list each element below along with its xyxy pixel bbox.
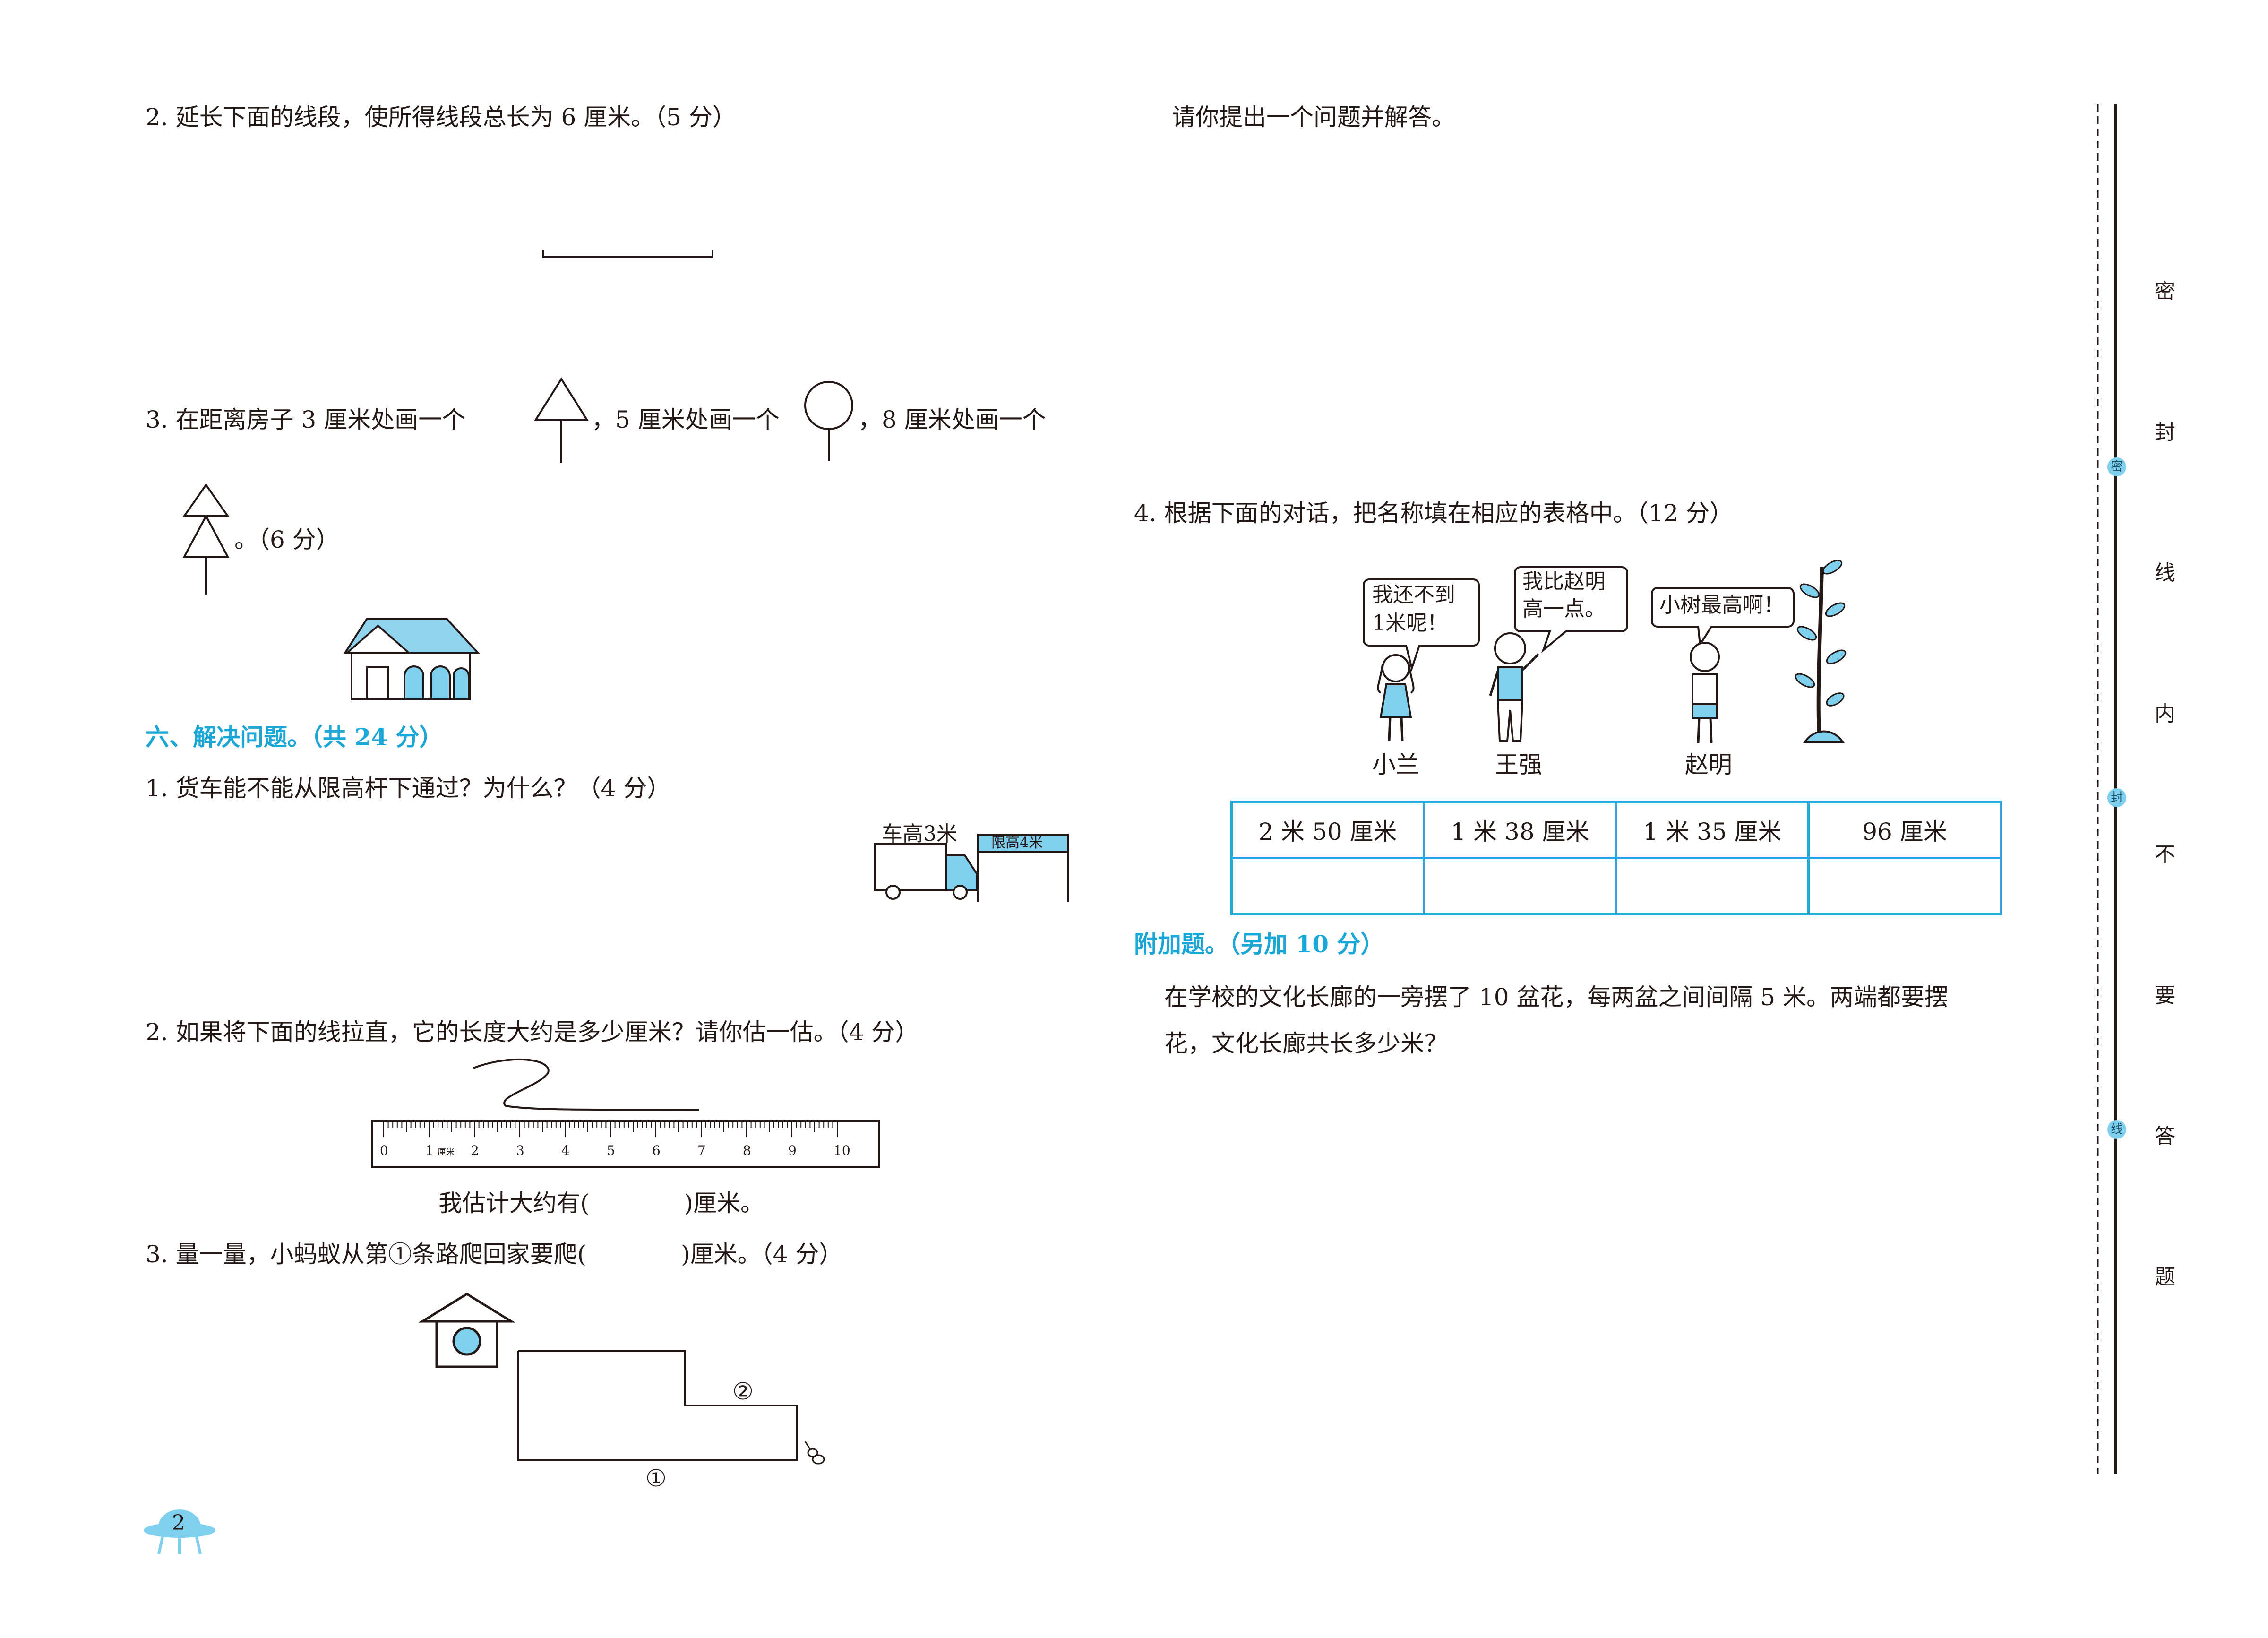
path-2-label: ② [732,1378,754,1405]
bubble-1-line-1: 我还不到 [1372,583,1455,607]
bubble-1-line-2: 1米呢！ [1372,611,1448,635]
margin-char: 内 [2155,702,2175,726]
triangle-sign-icon [534,377,589,463]
ruler: 0 1 2 3 4 5 6 7 8 9 10 厘米 [371,1120,880,1168]
margin-char: 密 [2155,279,2175,303]
margin-char: 题 [2155,1265,2175,1289]
problem-3: 3. 量一量，小蚂蚁从第①条路爬回家要爬( )厘米。（4 分） [146,1241,843,1268]
height-table: 2 米 50 厘米 1 米 38 厘米 1 米 35 厘米 96 厘米 [1230,801,2002,915]
section-6-title: 六、解决问题。（共 24 分） [146,723,443,751]
bubble-2-line-2: 高一点。 [1522,597,1606,621]
margin-badge: 封 [2107,788,2126,807]
question-3-text-a: 3. 在距离房子 3 厘米处画一个 [146,406,466,433]
height-limit-bar [977,834,1069,902]
bubble-3-text: 小树最高啊！ [1659,593,1784,617]
name-wangqiang: 王强 [1495,751,1542,778]
bubble-1 [1363,578,1480,672]
question-3-text-b: ，5 厘米处画一个 [592,406,780,433]
table-cell: 96 厘米 [1807,801,2002,859]
table-row: 2 米 50 厘米 1 米 38 厘米 1 米 35 厘米 96 厘米 [1230,801,2002,859]
bubble-2 [1514,566,1628,654]
truck-icon [874,843,978,900]
ruler-tick-label: 1 [425,1143,434,1158]
ask-question-prompt: 请你提出一个问题并解答。 [1172,103,1455,131]
margin-char: 答 [2155,1124,2175,1148]
problem-2: 2. 如果将下面的线拉直，它的长度大约是多少厘米？请你估一估。（4 分） [146,1018,919,1046]
page-number: 2 [172,1511,185,1535]
ruler-unit: 厘米 [438,1147,455,1157]
table-row [1230,857,2002,915]
question-4: 4. 根据下面的对话，把名称填在相应的表格中。（12 分） [1134,500,1734,527]
margin-char: 要 [2155,983,2175,1008]
bonus-title: 附加题。（另加 10 分） [1134,930,1384,958]
bubble-2-line-1: 我比赵明 [1522,569,1606,594]
path-1-label: ① [645,1465,667,1492]
girl-xiaolan-figure [1377,654,1415,741]
tree-icon [1795,560,1847,743]
margin-char: 线 [2155,561,2175,585]
ruler-tick-label: 9 [788,1143,797,1158]
answer-cell[interactable] [1230,857,1425,915]
answer-cell[interactable] [1423,857,1617,915]
circle-sign-icon [804,381,853,461]
truck-height-label: 车高3米 [882,822,957,846]
ant-paths [517,1350,825,1465]
name-xiaolan: 小兰 [1372,751,1419,778]
ruler-tick-label: 3 [516,1143,524,1158]
bonus-line-2: 花，文化长廊共长多少米？ [1164,1030,1448,1057]
question-3-score: 。（6 分） [234,526,340,553]
problem-1: 1. 货车能不能从限高杆下通过？为什么？（4 分） [146,775,671,802]
ruler-body [371,1120,880,1168]
ruler-tick-label: 6 [652,1143,661,1158]
table-cell: 1 米 38 厘米 [1423,801,1617,859]
ruler-tick-label: 10 [833,1143,850,1158]
ruler-tick-label: 4 [561,1143,570,1158]
ruler-tick-label: 5 [607,1143,615,1158]
table-cell: 1 米 35 厘米 [1615,801,1810,859]
ant-home-icon [418,1293,515,1368]
boy-zhaoming-figure [1690,642,1720,743]
tree-sign-icon [182,483,230,595]
answer-cell[interactable] [1807,857,2002,915]
ruler-tick-label: 2 [471,1143,479,1158]
margin-badge: 密 [2107,457,2126,476]
ruler-tick-label: 8 [743,1143,751,1158]
house-icon [343,618,481,700]
boy-wangqiang-figure [1489,632,1539,742]
estimate-line: 我估计大约有( )厘米。 [438,1190,765,1217]
bubble-3 [1651,587,1795,647]
page-number-badge-icon [144,1509,215,1554]
ruler-tick-label: 0 [380,1143,388,1158]
margin-badge: 线 [2107,1120,2126,1139]
question-2-extend-segment: 2. 延长下面的线段，使所得线段总长为 6 厘米。（5 分） [146,103,736,131]
name-zhaoming: 赵明 [1685,751,1732,778]
curvy-line [473,1058,700,1111]
question-3-text-c: ，8 厘米处画一个 [858,406,1046,433]
short-segment [542,250,713,258]
table-cell: 2 米 50 厘米 [1230,801,1425,859]
margin-char: 封 [2155,420,2175,444]
ruler-tick-label: 7 [697,1143,706,1158]
margin-char: 不 [2155,843,2175,867]
bonus-line-1: 在学校的文化长廊的一旁摆了 10 盆花，每两盆之间间隔 5 米。两端都要摆 [1164,983,1949,1011]
height-limit-label: 限高4米 [991,835,1043,851]
answer-cell[interactable] [1615,857,1810,915]
